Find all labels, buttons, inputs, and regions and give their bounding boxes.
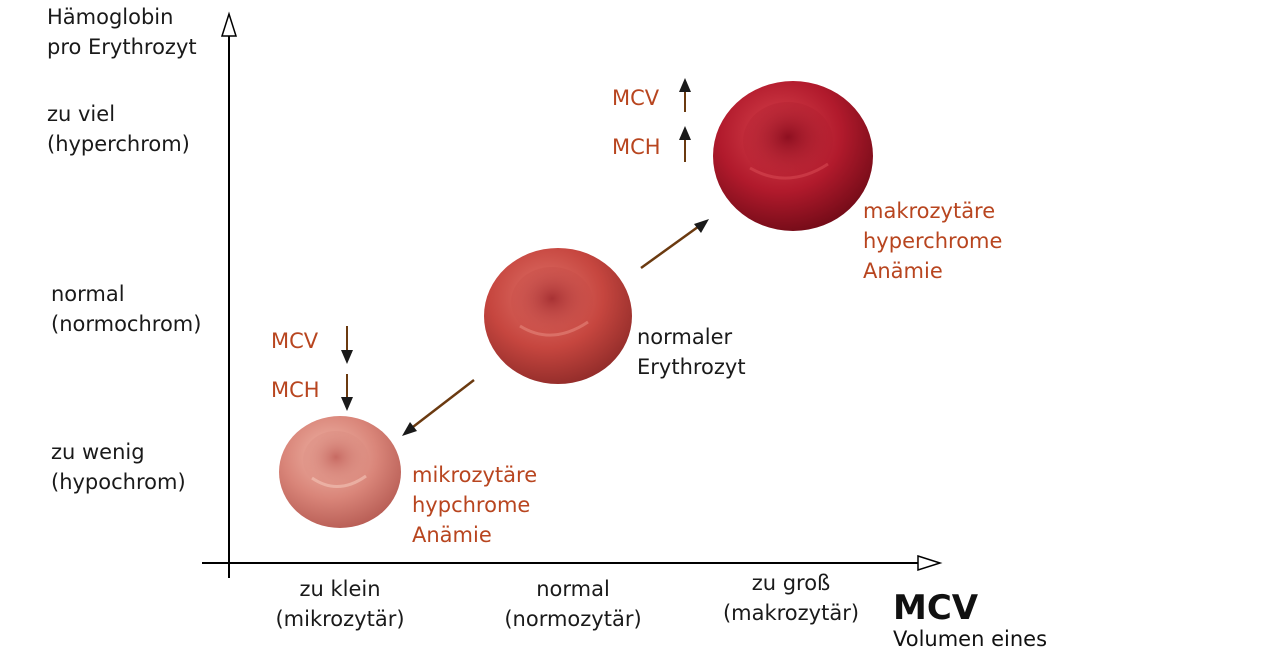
x-level-makrozytaer: zu groß (makrozytär) [722, 571, 860, 625]
y-axis-title: Hämoglobin pro Erythrozyt [47, 5, 197, 59]
mcv-up-label: MCV [612, 86, 660, 110]
diagram-canvas [202, 11, 943, 578]
x-axis-subtitle: Volumen eines [893, 627, 1048, 651]
y-level-normochrom: normal (normochrom) [51, 282, 202, 336]
mcv-up-arrow [679, 78, 691, 112]
macro-cell-label: makrozytäre hyperchrome Anämie [863, 199, 1003, 283]
mch-down-arrow [341, 374, 353, 411]
x-level-normozytaer: normal (normozytär) [504, 577, 642, 631]
normal-cell [484, 248, 632, 384]
y-level-hypochrom: zu wenig (hypochrom) [51, 440, 186, 494]
macro-cell [713, 81, 873, 231]
micro-cell-label: mikrozytäre hypchrome Anämie [412, 463, 538, 547]
mch-up-arrow [679, 126, 691, 162]
micro-cell [279, 416, 401, 528]
normal-cell-label: normaler Erythrozyt [637, 325, 746, 379]
x-axis-arrowhead [917, 554, 943, 572]
x-level-mikrozytaer: zu klein (mikrozytär) [275, 577, 405, 631]
arrow-to-macro [640, 219, 709, 270]
mcv-down-arrow [341, 326, 353, 364]
x-axis-title: MCV [893, 588, 979, 628]
arrow-to-micro [402, 379, 475, 436]
mch-up-label: MCH [612, 135, 661, 159]
mcv-down-label: MCV [271, 329, 319, 353]
y-axis-arrowhead [220, 11, 238, 37]
y-level-hyperchrom: zu viel (hyperchrom) [47, 102, 190, 156]
mch-down-label: MCH [271, 378, 320, 402]
